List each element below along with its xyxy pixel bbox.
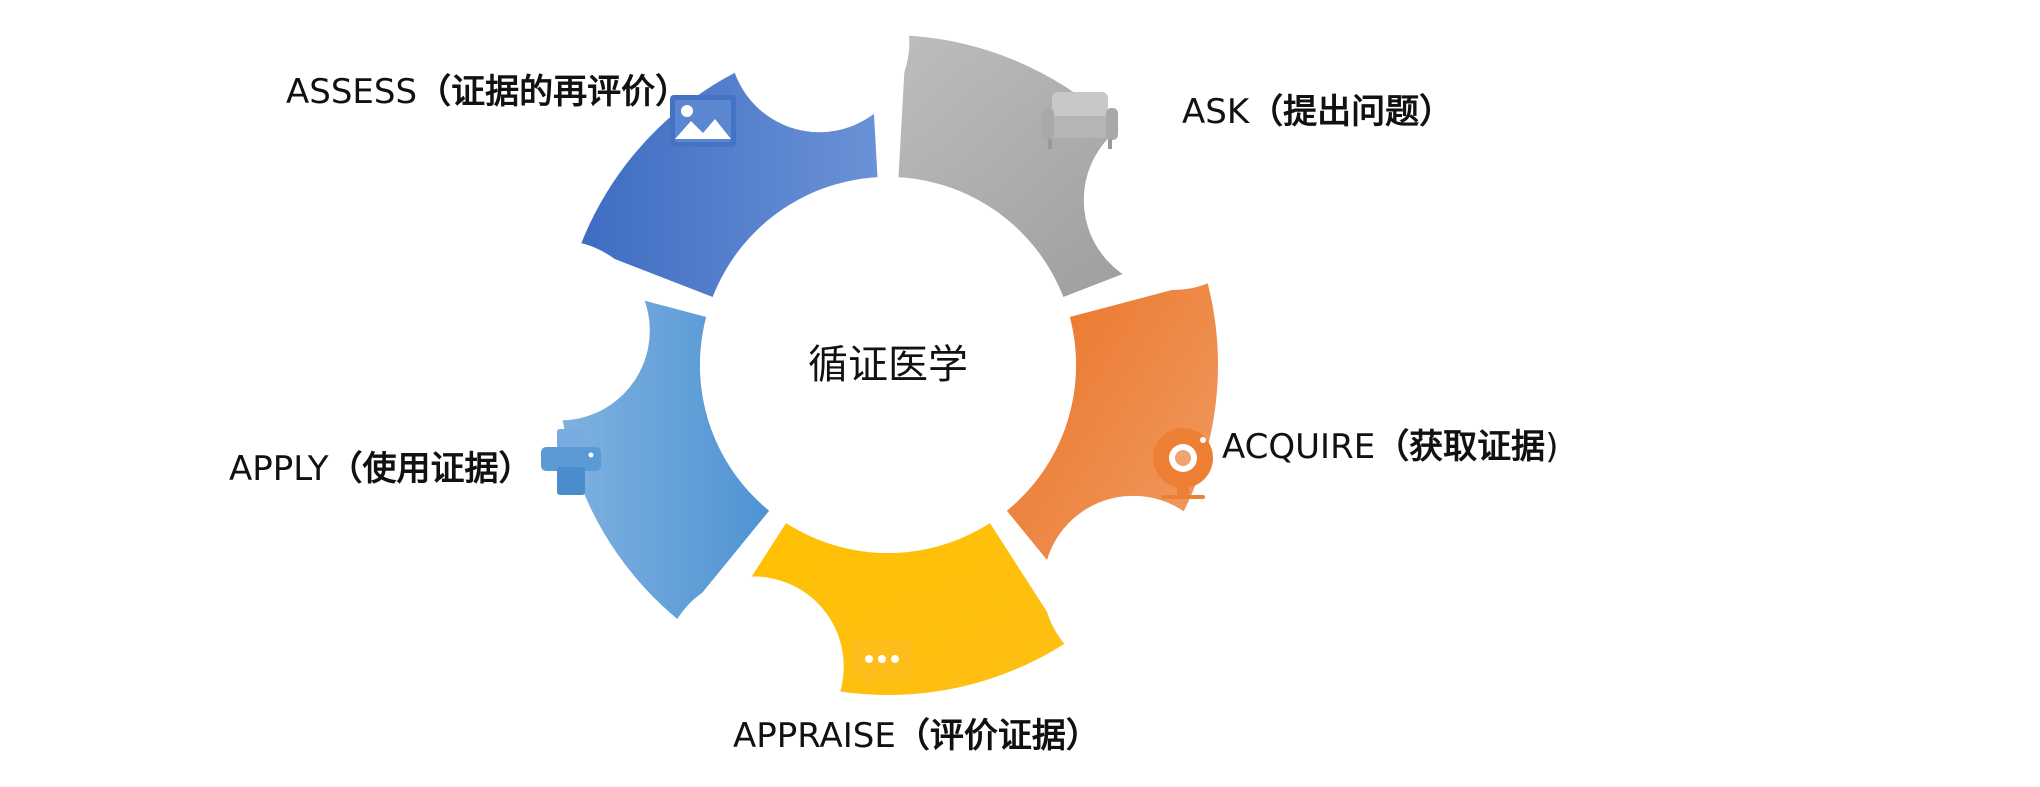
center-disc <box>700 177 1076 553</box>
notch-ask <box>1083 110 1264 290</box>
notch-assess <box>729 0 910 133</box>
label-appraise: APPRAISE（评价证据） <box>733 716 1100 756</box>
notch-appraise <box>663 576 844 757</box>
chat-bubble-icon <box>852 640 912 690</box>
picture-icon <box>670 95 736 147</box>
webcam-icon <box>1153 428 1213 499</box>
center-label: 循证医学 <box>808 342 968 388</box>
label-ask: ASK（提出问题） <box>1182 92 1453 132</box>
notch-apply <box>469 240 650 421</box>
label-apply: APPLY（使用证据） <box>229 449 532 489</box>
label-acquire: ACQUIRE（获取证据) <box>1222 427 1558 467</box>
label-assess: ASSESS（证据的再评价） <box>286 72 689 112</box>
printer-icon <box>541 429 601 495</box>
sofa-icon <box>1042 92 1118 149</box>
notch-acquire <box>1043 495 1224 676</box>
